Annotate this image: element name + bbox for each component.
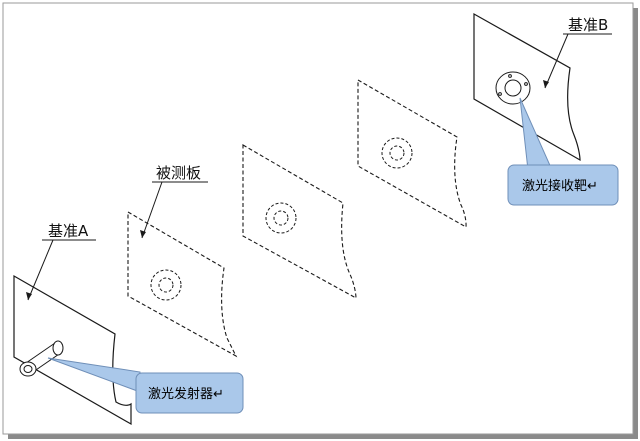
measured-plate-1	[127, 211, 238, 358]
target-ring-3	[381, 137, 413, 169]
measured-plate-2	[242, 144, 357, 299]
laser-target	[495, 71, 531, 105]
target-ring-2	[265, 202, 297, 234]
callout-target-text: 激光接收靶↵	[522, 178, 598, 194]
laser-emitter	[19, 340, 64, 377]
callout-laser-target: 激光接收靶↵	[507, 97, 619, 206]
label-datum-b: 基准B	[568, 16, 609, 34]
label-datum-a: 基准A	[48, 222, 89, 240]
datum-a-plate	[13, 274, 132, 426]
label-measured-plate: 被测板	[156, 164, 202, 182]
callout-emitter-text: 激光发射器↵	[148, 386, 224, 402]
callout-target-box	[507, 164, 619, 206]
callout-emitter-box	[135, 372, 244, 414]
target-ring-1	[150, 269, 182, 301]
callout-laser-emitter: 激光发射器↵	[47, 357, 244, 414]
measured-plate-3	[357, 79, 467, 228]
leader-lines	[27, 33, 612, 301]
leader-arrows	[26, 80, 549, 300]
